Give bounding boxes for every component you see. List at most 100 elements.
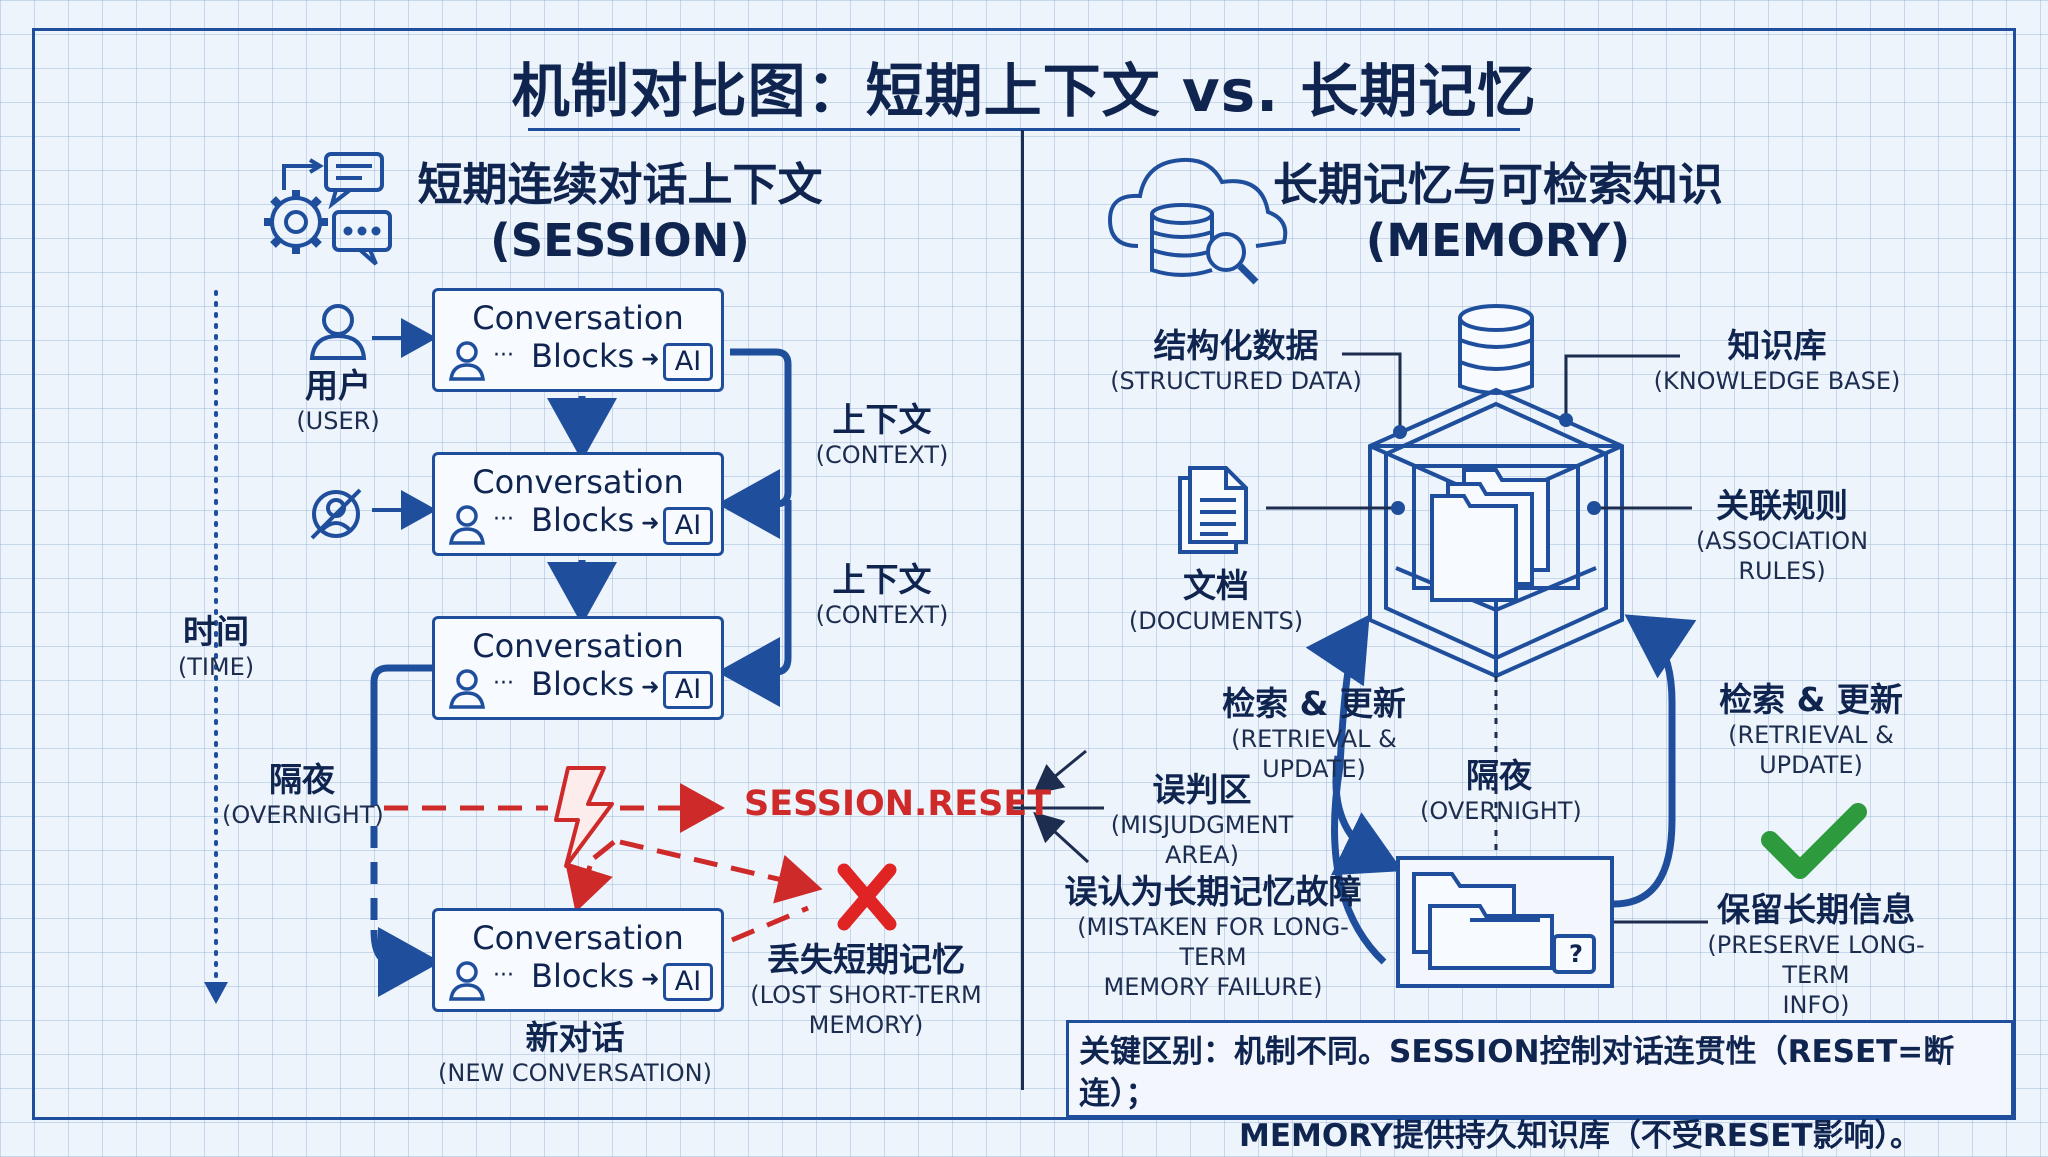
mistaken-en-1: (MISTAKEN FOR LONG-TERM [1077,912,1349,971]
user-icon [448,341,486,381]
question-mark-badge: ? [1569,940,1583,968]
ai-badge: AI [663,507,713,545]
diagram-frame [32,28,2016,1120]
ellipsis: ··· [493,343,514,368]
knowledge-base-en: (KNOWLEDGE BASE) [1653,366,1901,395]
time-axis-arrowhead [204,982,228,1004]
conversation-block-2: Conversation ··· Blocks ➜ AI [432,452,724,556]
no-user-icon [310,488,362,540]
time-label-cn: 时间 [183,612,249,651]
block-label: Blocks [531,665,635,703]
new-conversation-cn: 新对话 [525,1018,625,1057]
documents-cn: 文档 [1183,566,1249,605]
preserve-info-label: 保留长期信息 (PRESERVE LONG-TERM INFO) [1680,890,1952,1020]
block-title: Conversation [472,919,684,957]
association-rules-en-1: (ASSOCIATION [1695,526,1869,555]
ellipsis: ··· [493,963,514,988]
block-label: Blocks [531,957,635,995]
mistaken-cn: 误认为长期记忆故障 [1064,872,1362,911]
folder-icon [1430,468,1550,602]
documents-en: (DOCUMENTS) [1128,606,1304,635]
ai-badge: AI [663,343,713,381]
ellipsis: ··· [493,671,514,696]
context-label-cn: 上下文 [832,400,932,439]
ai-badge: AI [663,671,713,709]
user-label-en: (USER) [296,406,380,435]
block-title: Conversation [472,627,684,665]
association-rules-label: 关联规则 (ASSOCIATION RULES) [1676,486,1888,586]
overnight-label-cn: 隔夜 [1466,756,1532,795]
context-label-cn: 上下文 [832,560,932,599]
retrieval-en: (RETRIEVAL & UPDATE) [1231,724,1397,783]
preserve-info-en-1: (PRESERVE LONG-TERM [1707,930,1925,989]
knowledge-base-cn: 知识库 [1727,326,1827,365]
ellipsis: ··· [493,507,514,532]
database-icon [1458,304,1534,395]
structured-data-label: 结构化数据 (STRUCTURED DATA) [1098,326,1374,396]
conversation-block-1: Conversation ··· Blocks ➜ AI [432,288,724,392]
key-difference-line-2: MEMORY提供持久知识库（不受RESET影响）。 [1239,1118,1922,1154]
user-icon [448,961,486,1001]
association-rules-cn: 关联规则 [1716,486,1848,525]
memory-heading: 长期记忆与可检索知识 (MEMORY) [1268,160,1728,265]
key-difference-line-1: 关键区别：机制不同。SESSION控制对话连贯性（RESET=断连）； [1079,1034,1955,1112]
page-title: 机制对比图：短期上下文 vs. 长期记忆 [511,57,1537,125]
cloud-database-search-icon [1107,157,1288,285]
conversation-block-new: Conversation ··· Blocks ➜ AI [432,908,724,1012]
session-heading: 短期连续对话上下文 (SESSION) [400,160,840,265]
gear-chat-icon [264,152,392,266]
context-bracket-2 [717,500,792,707]
user-label: 用户 (USER) [280,366,396,436]
retrieval-arrow-left-down [1330,755,1403,876]
user-label-cn: 用户 [305,366,371,405]
x-mark-icon [837,863,897,931]
context-label-en: (CONTEXT) [815,440,949,469]
time-label-en: (TIME) [177,652,255,681]
session-heading-en: (SESSION) [490,213,750,267]
session-heading-cn: 短期连续对话上下文 [417,158,823,211]
knowledge-base-label: 知识库 (KNOWLEDGE BASE) [1646,326,1908,396]
context-label-1: 上下文 (CONTEXT) [806,400,958,470]
retrieval-cn: 检索 & 更新 [1222,684,1406,723]
misjudgment-area-label: 误判区 (MISJUDGMENT AREA) [1076,770,1328,870]
new-conversation-en: (NEW CONVERSATION) [438,1058,712,1087]
association-rules-en-2: RULES) [1738,556,1826,585]
user-icon [448,669,486,709]
overnight-label-cn: 隔夜 [269,760,335,799]
context-bracket-1 [717,348,792,539]
center-divider [1021,130,1024,1090]
memory-heading-en: (MEMORY) [1365,213,1631,267]
arrow-right-icon: ➜ [641,675,660,700]
lightning-icon [554,766,614,868]
arrow-right-icon: ➜ [641,511,660,536]
conversation-block-3: Conversation ··· Blocks ➜ AI [432,616,724,720]
lost-memory-en-1: (LOST SHORT-TERM [750,980,982,1009]
structured-data-cn: 结构化数据 [1153,326,1319,365]
context-label-en: (CONTEXT) [815,600,949,629]
block-title: Conversation [472,299,684,337]
session-reset-label: SESSION.RESET [744,784,1052,824]
arrow-right-icon: ➜ [641,967,660,992]
user-icon [309,304,367,360]
overnight-label-left: 隔夜 (OVERNIGHT) [222,760,384,830]
block-label: Blocks [531,337,635,375]
retrieval-en: (RETRIEVAL & UPDATE) [1728,720,1894,779]
folder-icon [1412,872,1554,970]
overnight-path-solid [370,664,432,806]
overnight-label-en: (OVERNIGHT) [1420,796,1582,825]
retrieval-cn: 检索 & 更新 [1719,680,1903,719]
overnight-label-en: (OVERNIGHT) [222,800,384,829]
lost-memory-cn: 丢失短期记忆 [767,940,965,979]
key-difference-box: 关键区别：机制不同。SESSION控制对话连贯性（RESET=断连）； MEMO… [1066,1020,2014,1154]
time-label: 时间 (TIME) [160,612,272,682]
preserve-info-cn: 保留长期信息 [1717,890,1915,929]
memory-heading-cn: 长期记忆与可检索知识 [1272,158,1723,211]
block-title: Conversation [472,463,684,501]
check-mark-icon [1761,803,1867,879]
arrow-right-icon: ➜ [641,347,660,372]
preserve-info-en-2: INFO) [1782,990,1850,1019]
ai-badge: AI [663,963,713,1001]
overnight-label-right: 隔夜 (OVERNIGHT) [1420,756,1582,826]
mistaken-label: 误认为长期记忆故障 (MISTAKEN FOR LONG-TERM MEMORY… [1050,872,1376,1002]
